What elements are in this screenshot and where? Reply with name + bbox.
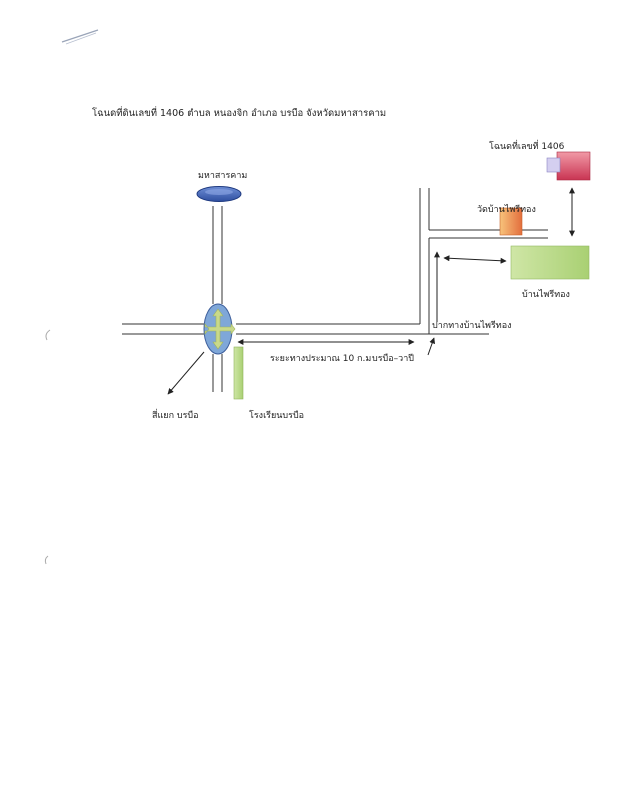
roundabout-icon <box>203 303 236 355</box>
scan-mark <box>65 32 97 45</box>
label-school: โรงเรียนบรบือ <box>249 410 304 421</box>
intersection-arrow <box>167 351 205 395</box>
deed-tab <box>546 157 561 173</box>
temple-block <box>499 207 523 236</box>
label-junction-mouth: ปากทางบ้านไพรีทอง <box>432 320 512 331</box>
north-south-road <box>212 206 223 392</box>
label-mahasarakham: มหาสารคาม <box>198 171 247 181</box>
school-block <box>233 346 244 400</box>
deed-parcel-block <box>556 151 591 181</box>
label-intersection: สี่แยก บรบือ <box>152 408 199 421</box>
main-road <box>122 323 489 335</box>
label-distance: ระยะทางประมาณ 10 ก.ม <box>270 354 371 364</box>
village-arrow <box>443 255 507 264</box>
label-village: บ้านไพรีทอง <box>522 289 570 300</box>
map-title: โฉนดที่ดินเลขที่ 1406 ตำบล หนองจิก อำเภอ… <box>92 106 386 119</box>
city-oval-highlight <box>205 189 233 195</box>
scan-mark <box>61 29 99 43</box>
label-temple: วัดบ้านไพรีทอง <box>477 204 536 215</box>
village-road <box>419 188 548 334</box>
label-road-name: บรบือ–วาปี <box>372 353 414 364</box>
junction-arrow <box>427 337 436 356</box>
scan-mark <box>44 555 49 565</box>
label-deed: โฉนดที่เลขที่ 1406 <box>489 139 565 152</box>
village-block <box>510 245 590 280</box>
scan-mark <box>45 329 51 341</box>
